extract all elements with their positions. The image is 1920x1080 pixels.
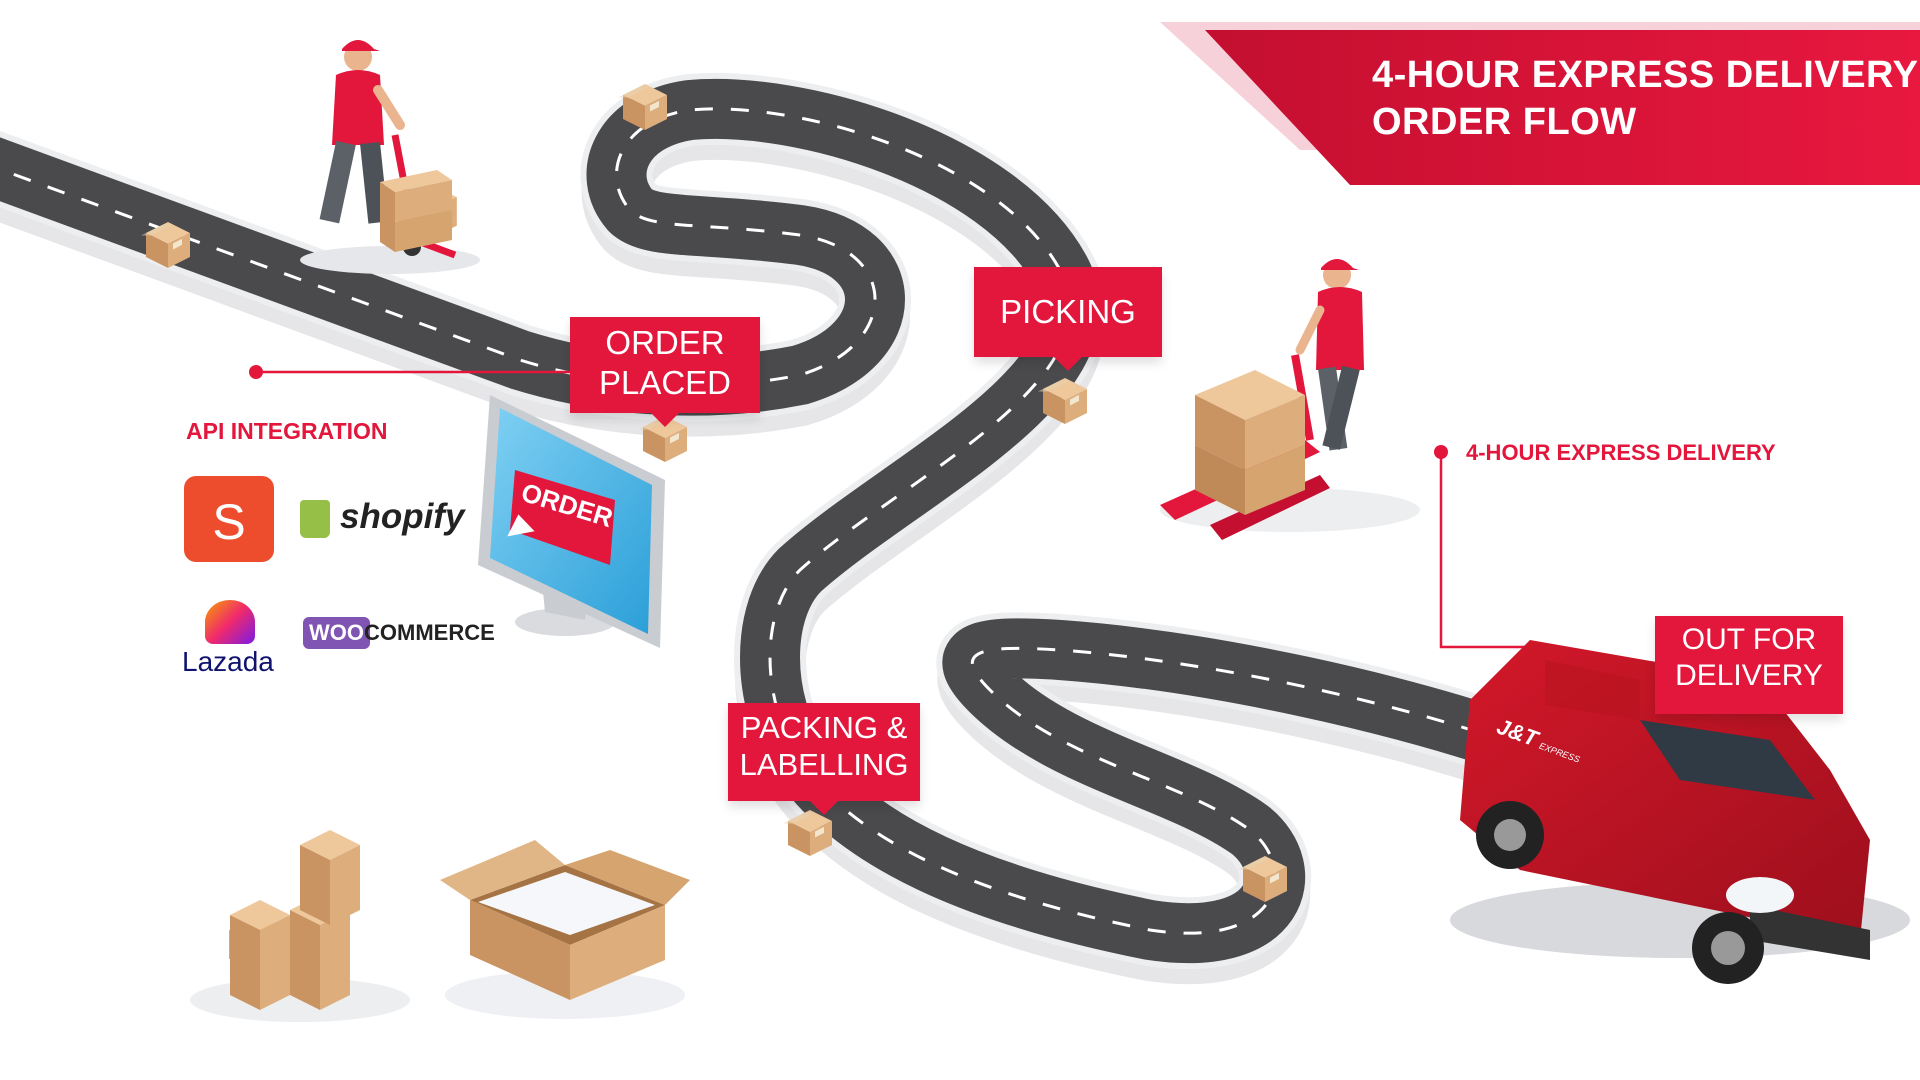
handtruck-boxes — [380, 170, 452, 252]
shopify-logo: shopify — [340, 497, 465, 536]
lazada-logo: Lazada — [182, 646, 274, 677]
shopify-bag-icon — [300, 500, 330, 538]
open-box-illustration — [440, 840, 690, 1019]
step-label-line: ORDER — [605, 324, 725, 361]
title-banner-shape — [1160, 22, 1920, 185]
api-integration-caption: API INTEGRATION — [186, 418, 388, 444]
step-label-packing-labelling: PACKING & LABELLING — [728, 703, 920, 815]
step-label-line: LABELLING — [739, 747, 909, 783]
step-label-line: PICKING — [1000, 293, 1136, 330]
step-label-picking: PICKING — [974, 267, 1162, 371]
woo-logo-badge: WOO — [303, 617, 370, 649]
step-label-line: OUT FOR — [1681, 623, 1817, 656]
delivery-van-illustration — [1450, 640, 1910, 984]
stacked-boxes-illustration — [190, 830, 410, 1022]
road — [0, 72, 1596, 970]
step-label-out-for-delivery: OUT FOR DELIVERY — [1655, 616, 1843, 714]
title-line-2: ORDER FLOW — [1372, 101, 1637, 143]
step-label-line: DELIVERY — [1675, 659, 1823, 692]
worker-handtruck-illustration — [300, 40, 480, 274]
computer-monitor-illustration — [478, 395, 665, 648]
woo-text: WOO — [309, 620, 364, 645]
connector-lines — [249, 365, 1552, 649]
lazada-heart-icon — [205, 600, 255, 644]
worker-pallet-jack-illustration — [1160, 259, 1420, 540]
shopee-letter: S — [212, 494, 246, 550]
step-label-line: PACKING & — [740, 710, 908, 745]
step-label-order-placed: ORDER PLACED — [570, 317, 760, 427]
express-delivery-caption: 4-HOUR EXPRESS DELIVERY — [1466, 440, 1776, 465]
page-title: 4-HOUR EXPRESS DELIVERY ORDER FLOW — [1372, 52, 1918, 146]
step-label-line: PLACED — [598, 363, 732, 401]
shopee-logo: S — [184, 476, 274, 562]
woocommerce-logo-text: COMMERCE — [364, 620, 495, 645]
title-line-1: 4-HOUR EXPRESS DELIVERY — [1372, 54, 1919, 96]
